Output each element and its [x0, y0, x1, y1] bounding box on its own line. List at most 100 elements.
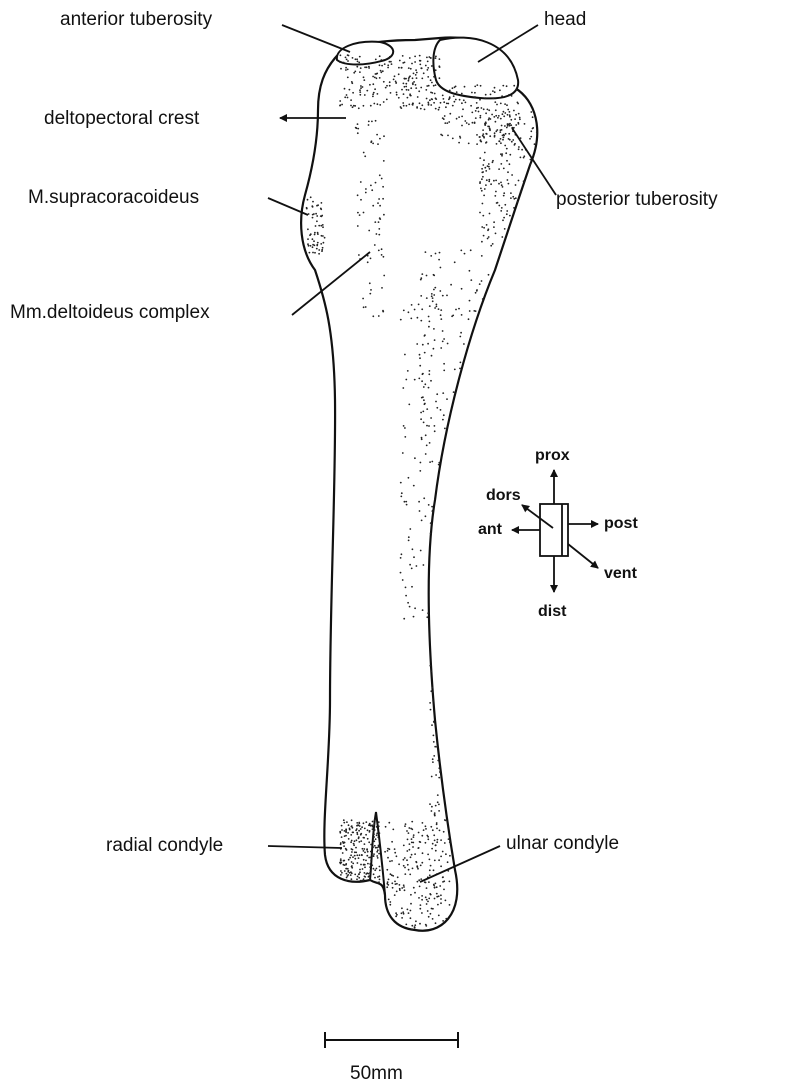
- stipple-dot: [426, 445, 428, 447]
- stipple-dot: [373, 840, 375, 842]
- stipple-dot: [482, 133, 484, 135]
- stipple-dot: [494, 195, 496, 197]
- stipple-dot: [428, 85, 430, 87]
- stipple-dot: [407, 864, 409, 866]
- stipple-dot: [410, 903, 412, 905]
- stipple-dot: [524, 123, 526, 125]
- stipple-dot: [500, 142, 502, 144]
- stipple-dot: [363, 850, 365, 852]
- stipple-dot: [386, 886, 388, 888]
- stipple-dot: [518, 180, 520, 182]
- stipple-dot: [444, 842, 446, 844]
- stipple-dot: [417, 317, 419, 319]
- stipple-dot: [371, 121, 373, 123]
- stipple-dot: [395, 912, 397, 914]
- stipple-dot: [370, 859, 372, 861]
- stipple-dot: [459, 99, 461, 101]
- stipple-dot: [413, 73, 415, 75]
- stipple-dot: [360, 864, 362, 866]
- stipple-dot: [463, 343, 465, 345]
- stipple-dot: [388, 822, 390, 824]
- stipple-dot: [534, 143, 536, 145]
- stipple-dot: [434, 886, 436, 888]
- stipple-dot: [383, 214, 385, 216]
- stipple-dot: [356, 127, 358, 129]
- stipple-dot: [418, 501, 420, 503]
- stipple-dot: [400, 496, 402, 498]
- stipple-dot: [341, 872, 343, 874]
- label-ulnar-condyle: ulnar condyle: [506, 834, 619, 853]
- stipple-dot: [357, 833, 359, 835]
- stipple-dot: [443, 880, 445, 882]
- stipple-dot: [408, 89, 410, 91]
- stipple-dot: [438, 767, 440, 769]
- stipple-dot: [357, 862, 359, 864]
- stipple-dot: [408, 912, 410, 914]
- stipple-dot: [376, 826, 378, 828]
- stipple-dot: [449, 904, 451, 906]
- stipple-dot: [497, 117, 499, 119]
- stipple-dot: [398, 73, 400, 75]
- stipple-dot: [405, 823, 407, 825]
- stipple-dot: [363, 878, 365, 880]
- stipple-dot: [481, 107, 483, 109]
- stipple-dot: [363, 306, 365, 308]
- stipple-dot: [377, 103, 379, 105]
- stipple-dot: [387, 67, 389, 69]
- stipple-dot: [436, 822, 438, 824]
- stipple-dot: [426, 425, 428, 427]
- stipple-dot: [430, 865, 432, 867]
- stipple-dot: [433, 85, 435, 87]
- stipple-dot: [420, 87, 422, 89]
- stipple-dot: [509, 154, 511, 156]
- stipple-dot: [376, 855, 378, 857]
- stipple-dot: [350, 834, 352, 836]
- stipple-dot: [347, 60, 349, 62]
- stipple-dot: [429, 442, 431, 444]
- stipple-dot: [498, 205, 500, 207]
- stipple-dot: [500, 210, 502, 212]
- stipple-dot: [365, 821, 367, 823]
- stipple-dot: [376, 233, 378, 235]
- stipple-dot: [507, 123, 509, 125]
- stipple-dot: [363, 76, 365, 78]
- stipple-dot: [407, 602, 409, 604]
- stipple-dot: [488, 163, 490, 165]
- stipple-dot: [502, 113, 504, 115]
- stipple-dot: [359, 854, 361, 856]
- stipple-dot: [426, 616, 428, 618]
- stipple-dot: [396, 855, 398, 857]
- stipple-dot: [407, 370, 409, 372]
- stipple-dot: [488, 119, 490, 121]
- stipple-dot: [434, 860, 436, 862]
- stipple-dot: [510, 124, 512, 126]
- stipple-dot: [401, 912, 403, 914]
- stipple-dot: [342, 841, 344, 843]
- stipple-dot: [429, 874, 431, 876]
- stipple-dot: [428, 504, 430, 506]
- stipple-dot: [415, 74, 417, 76]
- stipple-dot: [507, 109, 509, 111]
- stipple-dot: [436, 841, 438, 843]
- stipple-dot: [435, 850, 437, 852]
- stipple-dot: [404, 427, 406, 429]
- stipple-dot: [426, 98, 428, 100]
- stipple-dot: [419, 470, 421, 472]
- stipple-dot: [376, 77, 378, 79]
- stipple-dot: [427, 76, 429, 78]
- stipple-dot: [321, 215, 323, 217]
- stipple-dot: [374, 244, 376, 246]
- stipple-dot: [481, 168, 483, 170]
- stipple-dot: [459, 368, 461, 370]
- stipple-dot: [428, 316, 430, 318]
- stipple-dot: [378, 821, 380, 823]
- stipple-dot: [381, 254, 383, 256]
- stipple-dot: [322, 247, 324, 249]
- stipple-dot: [519, 118, 521, 120]
- stipple-dot: [423, 829, 425, 831]
- stipple-dot: [357, 128, 359, 130]
- stipple-dot: [426, 887, 428, 889]
- stipple-dot: [375, 182, 377, 184]
- stipple-dot: [484, 152, 486, 154]
- stipple-dot: [418, 304, 420, 306]
